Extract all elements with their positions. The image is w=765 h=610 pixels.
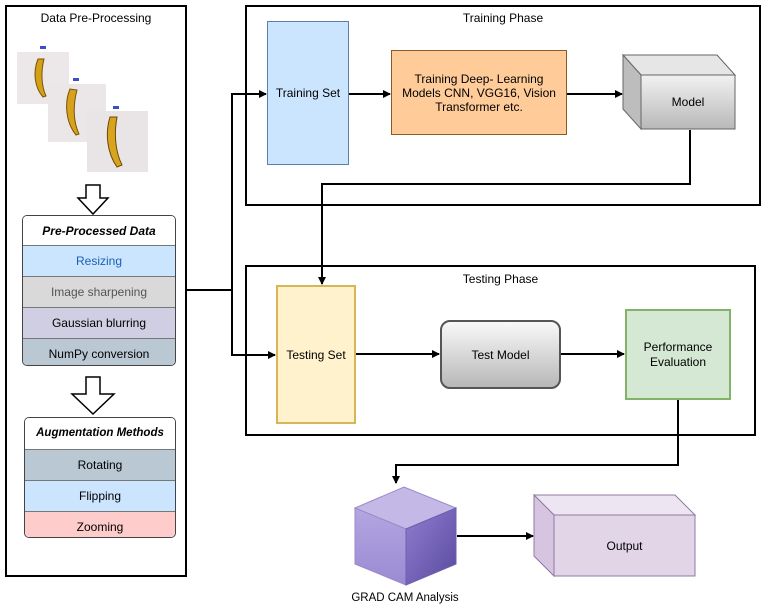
step-image-sharpening: Image sharpening [23, 276, 175, 307]
testing-set-box: Testing Set [276, 285, 356, 424]
arrow-preprocessing-to-testing [186, 289, 276, 359]
test-model-box: Test Model [440, 320, 561, 389]
arrow-evaluation-to-gradcam [392, 400, 679, 484]
step-rotating: Rotating [25, 449, 175, 480]
preprocessing-title: Data Pre-Processing [40, 11, 152, 25]
step-zooming: Zooming [25, 511, 175, 537]
augmentation-methods-list: Augmentation Methods Rotating Flipping Z… [24, 417, 176, 538]
preprocessed-data-header: Pre-Processed Data [23, 216, 175, 245]
step-gaussian-blurring: Gaussian blurring [23, 307, 175, 338]
sample-images [17, 46, 148, 172]
training-set-box: Training Set [267, 21, 349, 165]
model-label: Model [671, 95, 705, 109]
preprocessed-data-list: Pre-Processed Data Resizing Image sharpe… [22, 215, 176, 366]
testing-phase-title: Testing Phase [462, 272, 539, 286]
training-models-box: Training Deep- Learning Models CNN, VGG1… [391, 50, 567, 135]
performance-evaluation-box: Performance Evaluation [625, 309, 731, 400]
step-resizing: Resizing [23, 245, 175, 276]
augmentation-header: Augmentation Methods [25, 418, 175, 449]
banana-image-3 [87, 106, 148, 172]
step-numpy-conversion: NumPy conversion [23, 338, 175, 365]
output-box-shape [533, 494, 697, 578]
down-arrow-icon [70, 376, 116, 416]
output-label: Output [606, 538, 643, 553]
gradcam-label: GRAD CAM Analysis [351, 592, 459, 604]
training-phase-title: Training Phase [462, 11, 544, 25]
testing-phase-panel [245, 265, 756, 436]
arrow-model-to-testingset [318, 130, 691, 285]
gradcam-cube [353, 486, 458, 586]
down-arrow-icon [76, 184, 110, 216]
step-flipping: Flipping [25, 480, 175, 511]
training-phase-panel [245, 5, 761, 206]
model-cube [622, 54, 737, 131]
